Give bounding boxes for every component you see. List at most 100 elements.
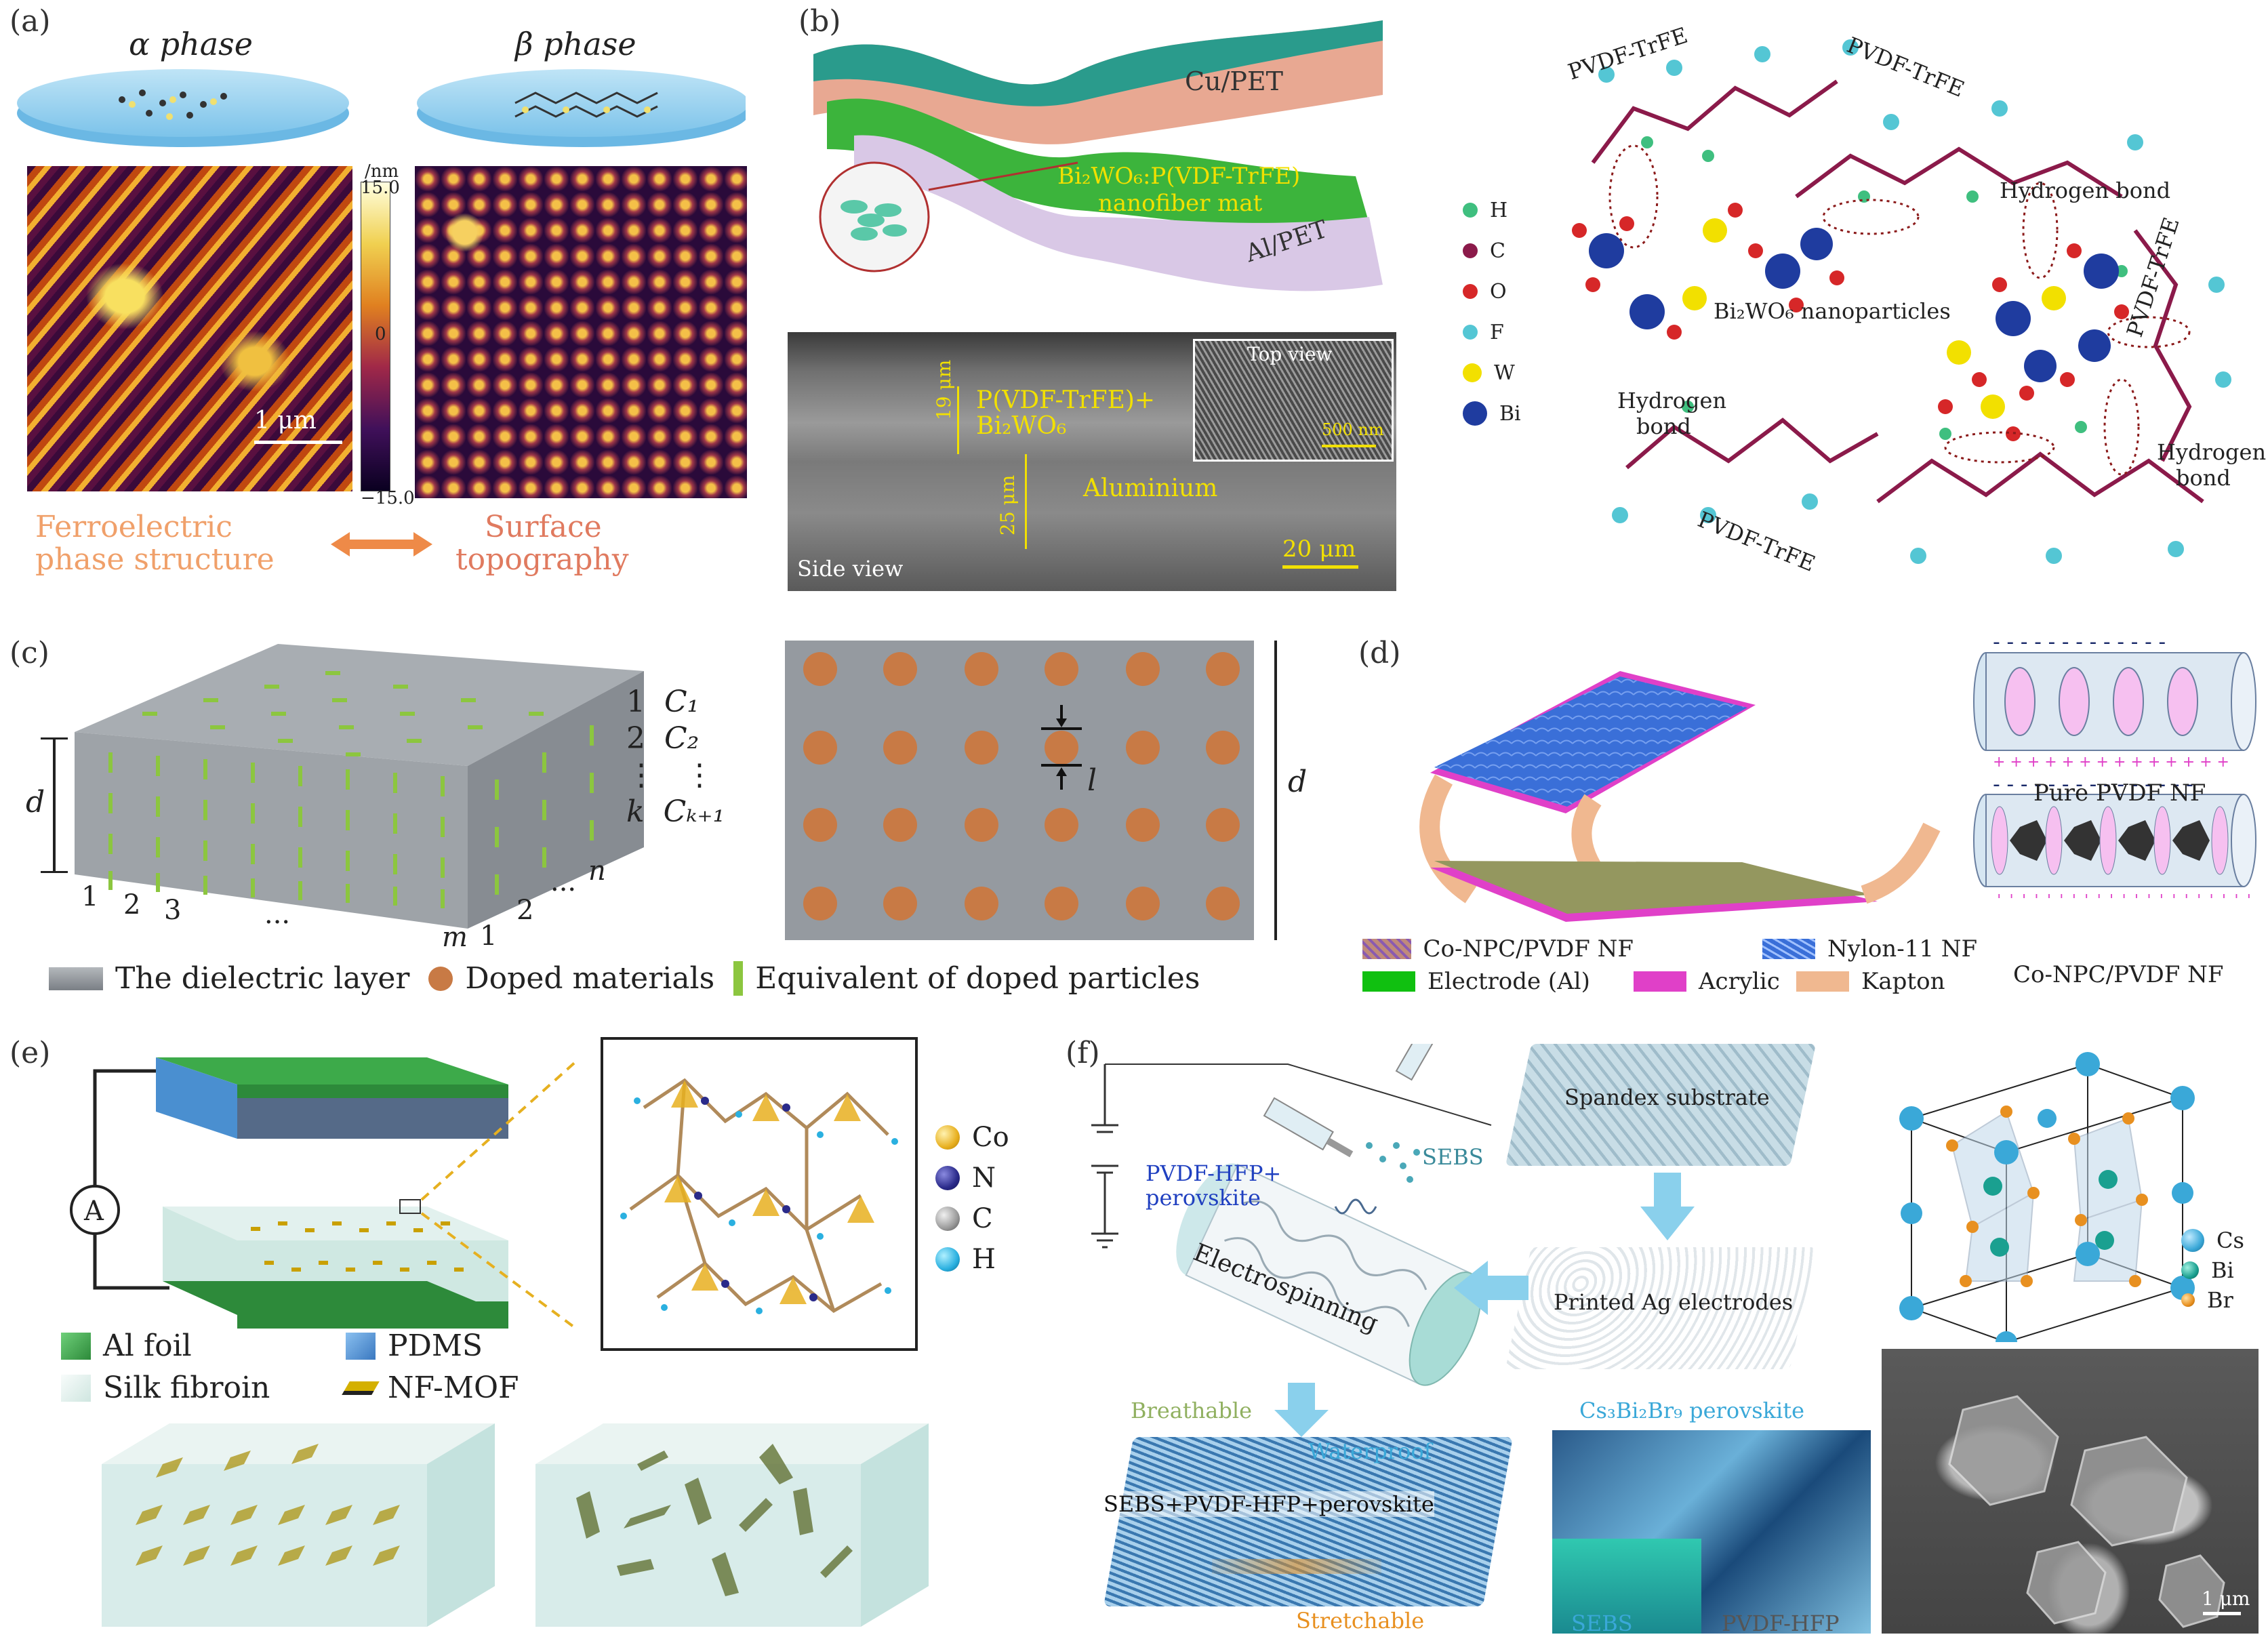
mof-structure-box: [601, 1037, 918, 1351]
sem-layer-1b: Bi₂WO₆: [976, 412, 1067, 440]
side-index-n: n: [588, 855, 606, 887]
panel-d-label: (d): [1358, 636, 1401, 670]
side-index-1: 1: [480, 920, 498, 952]
sem-aluminium: Aluminium: [1083, 474, 1218, 502]
hbond-label-2a: Hydrogen: [1617, 388, 1727, 413]
co-npc-label: Co-NPC/PVDF NF: [2013, 961, 2224, 988]
perovskite-sem-scalebar: [2203, 1612, 2241, 1615]
co-npc-swatch-icon: [1362, 939, 1411, 959]
panel-c-label: (c): [9, 636, 49, 670]
svg-text:- - - - - - - - - - - - - - -: - - - - - - - - - - - - - - -: [1993, 773, 2193, 796]
layer-2: 2 C₂: [626, 721, 700, 756]
pure-pvdf-label: Pure PVDF NF: [2033, 779, 2206, 807]
afm-colorbar: [361, 182, 390, 491]
bi-atom-icon: [1463, 401, 1487, 426]
bottom-index-dots: ···: [264, 907, 291, 938]
w-atom-icon: [1463, 363, 1482, 382]
fiber-closeup-image: [1552, 1430, 1871, 1634]
electrospinning-setup: [1091, 1044, 1492, 1386]
e-atom-legend: Co N C H: [935, 1117, 1009, 1280]
legend-doped: Doped materials: [465, 961, 715, 996]
o-atom-icon: [1463, 284, 1478, 299]
hbond-label-3b: bond: [2176, 465, 2231, 491]
sem-top-view: [1193, 339, 1394, 462]
perovskite-sem-scale: 1 μm: [2202, 1587, 2250, 1610]
perovskite-name-label: Cs₃Bi₂Br₉ perovskite: [1579, 1398, 1805, 1423]
teng-device-illustration: [1419, 671, 1941, 922]
beta-phase-label: β phase: [515, 26, 636, 62]
c-legend: The dielectric layer Doped materials Equ…: [49, 961, 1200, 996]
al-foil-icon: [61, 1332, 91, 1360]
legend-co-npc: Co-NPC/PVDF NF: [1362, 935, 1634, 963]
silk-fibroin-icon: [61, 1374, 91, 1402]
panel-f-label: (f): [1066, 1036, 1100, 1070]
legend-h-e: H: [935, 1239, 1009, 1280]
mof-structure: [620, 1078, 898, 1314]
crystal-structure: [1899, 1052, 2195, 1342]
layer-k: k Cₖ₊₁: [626, 794, 725, 829]
fiber-pvdf-label: PVDF-HFP: [1722, 1610, 1840, 1636]
legend-nf-mof: NF-MOF: [342, 1371, 549, 1405]
legend-dielectric: The dielectric layer: [115, 961, 410, 996]
nf-mof-icon: [342, 1381, 380, 1395]
doped-particles: [803, 652, 1240, 920]
down-arrow-icon: [1640, 1173, 1695, 1240]
afm-beta-image: [415, 166, 747, 498]
caption-right-2: topography: [455, 542, 629, 577]
caption-left-1: Ferroelectric: [35, 510, 232, 544]
dielectric-layer-icon: [49, 967, 103, 990]
sebs-label: SEBS: [1422, 1144, 1484, 1170]
device-stack-illustration: [813, 20, 1383, 291]
bi-atom-icon: [2181, 1261, 2199, 1279]
bottom-index-2: 2: [123, 889, 141, 920]
f-atom-icon: [1463, 325, 1478, 340]
legend-f: F: [1463, 312, 1521, 352]
composite-label: SEBS+PVDF-HFP+perovskite: [1103, 1491, 1434, 1517]
molecular-network: [1572, 39, 2231, 564]
dielectric-block-3d: [75, 644, 644, 929]
pvdf-hfp-label-2: perovskite: [1146, 1185, 1261, 1211]
mof-orientation-blocks: [102, 1423, 929, 1627]
nanoparticles-label: Bi₂WO₆ nanoparticles: [1714, 298, 1951, 324]
br-atom-icon: [2181, 1293, 2195, 1307]
legend-cs: Cs: [2181, 1225, 2244, 1255]
side-index-2: 2: [517, 895, 534, 926]
colorbar-max: 15.0: [361, 178, 400, 198]
c-atom-icon: [935, 1207, 960, 1231]
legend-nylon: Nylon-11 NF: [1762, 935, 2033, 963]
sem-layer-1: P(VDF-TrFE)+: [976, 386, 1156, 414]
hexagonal-crystals: [1948, 1395, 2225, 1628]
legend-o: O: [1463, 271, 1521, 312]
colorbar-unit: /nm: [365, 161, 399, 182]
waterproof-label: Waterproof: [1308, 1438, 1432, 1464]
printed-ag-label: Printed Ag electrodes: [1554, 1289, 1794, 1315]
panel-b-label: (b): [798, 4, 841, 39]
panel-a-label: (a): [9, 4, 51, 39]
scalebar-label: 1 μm: [254, 407, 317, 434]
legend-electrode: Electrode (Al): [1362, 968, 1634, 995]
sem-top-view-label: Top view: [1247, 343, 1333, 365]
caption-right-1: Surface: [485, 510, 602, 544]
down-arrow-icon-2: [1274, 1383, 1329, 1437]
acrylic-swatch-icon: [1634, 971, 1686, 992]
sem-thick-2: 25 μm: [996, 474, 1019, 535]
sem-thick-1: 19 μm: [933, 359, 955, 420]
l-label: l: [1087, 763, 1097, 798]
fiber-sebs-label: SEBS: [1571, 1610, 1633, 1636]
pdms-icon: [346, 1332, 376, 1360]
spandex-label: Spandex substrate: [1564, 1085, 1770, 1110]
legend-pdms: PDMS: [346, 1329, 549, 1363]
sem-top-scale: 500 nm: [1322, 420, 1384, 439]
c-atom-icon: [1463, 243, 1478, 258]
colorbar-mid: 0: [375, 324, 386, 344]
legend-kapton: Kapton: [1796, 968, 1966, 995]
afm-alpha-image: [27, 166, 352, 491]
d-dimension-top: [41, 737, 68, 740]
svg-text:- - - - - - - - - - - - -: - - - - - - - - - - - - -: [1993, 641, 2166, 654]
legend-h: H: [1463, 190, 1521, 230]
legend-acrylic: Acrylic: [1634, 968, 1789, 995]
legend-co: Co: [935, 1117, 1009, 1158]
layer-1: 1 C₁: [626, 685, 700, 719]
mat-label-1: Bi₂WO₆:P(VDF-TrFE): [1057, 163, 1301, 190]
legend-c-e: C: [935, 1198, 1009, 1239]
